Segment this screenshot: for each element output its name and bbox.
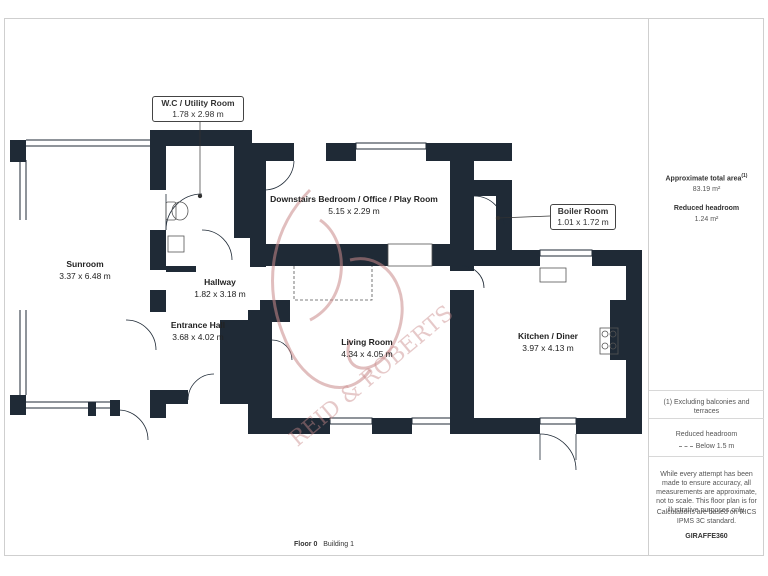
room-dims: 5.15 x 2.29 m (328, 206, 380, 216)
disclaimer: While every attempt has been made to ens… (656, 471, 757, 514)
leader-lines (197, 122, 551, 221)
area-title-text: Approximate total area (665, 175, 742, 183)
room-label-sunroom: Sunroom 3.37 x 6.48 m (30, 258, 140, 282)
windows (329, 142, 593, 425)
floor-label: Floor 0 (294, 541, 318, 548)
divider (649, 456, 764, 457)
room-label-bedroom: Downstairs Bedroom / Office / Play Room … (256, 193, 452, 217)
building-label: Building 1 (323, 541, 354, 548)
room-dims: 3.37 x 6.48 m (59, 271, 111, 281)
room-name: Living Room (341, 337, 393, 347)
divider (649, 418, 764, 419)
room-label-wc-utility: W.C / Utility Room 1.78 x 2.98 m (152, 96, 244, 122)
room-name: Hallway (204, 277, 236, 287)
room-label-living-room: Living Room 4.34 x 4.05 m (320, 336, 414, 360)
reduced-headroom-value: 1.24 m² (694, 216, 719, 223)
reduced-headroom-title: Reduced headroom (673, 205, 740, 212)
legend-item: Below 1.5 m (653, 442, 760, 451)
room-dims: 3.68 x 4.02 m (172, 332, 224, 342)
room-label-hallway: Hallway 1.82 x 3.18 m (180, 276, 260, 300)
legend-item-text: Below 1.5 m (695, 443, 735, 450)
area-value: 83.19 m² (692, 186, 721, 193)
info-sidebar: Approximate total area(1) 83.19 m² Reduc… (648, 18, 764, 556)
footnote: (1) Excluding balconies and terraces (663, 399, 750, 415)
room-label-kitchen: Kitchen / Diner 3.97 x 4.13 m (500, 330, 596, 354)
room-label-entrance-hall: Entrance Hall 3.68 x 4.02 m (160, 319, 236, 343)
plan-footer: Floor 0 Building 1 (0, 541, 648, 548)
divider (649, 390, 764, 391)
room-name: Kitchen / Diner (518, 331, 578, 341)
legend-title: Reduced headroom (675, 431, 738, 438)
room-dims: 1.82 x 3.18 m (194, 289, 246, 299)
room-dims: 4.34 x 4.05 m (341, 349, 393, 359)
room-name: Downstairs Bedroom / Office / Play Room (270, 194, 438, 204)
room-name: Entrance Hall (170, 320, 226, 330)
room-dims: 1.01 x 1.72 m (557, 217, 609, 227)
room-dims: 1.78 x 2.98 m (172, 109, 224, 119)
room-name: W.C / Utility Room (161, 98, 235, 108)
room-name: Boiler Room (557, 206, 609, 216)
dashed-line-icon (678, 445, 693, 447)
plan-frame (4, 18, 764, 556)
calc-note: Calculations are based on RICS IPMS 3C s… (656, 509, 757, 525)
area-superscript: (1) (741, 173, 748, 179)
room-name: Sunroom (66, 259, 104, 269)
room-label-boiler: Boiler Room 1.01 x 1.72 m (550, 204, 616, 230)
area-title: Approximate total area(1) (653, 172, 760, 183)
room-dims: 3.97 x 4.13 m (522, 343, 574, 353)
sunroom-walls (19, 139, 150, 409)
brand-logo: GIRAFFE360 (685, 533, 728, 540)
